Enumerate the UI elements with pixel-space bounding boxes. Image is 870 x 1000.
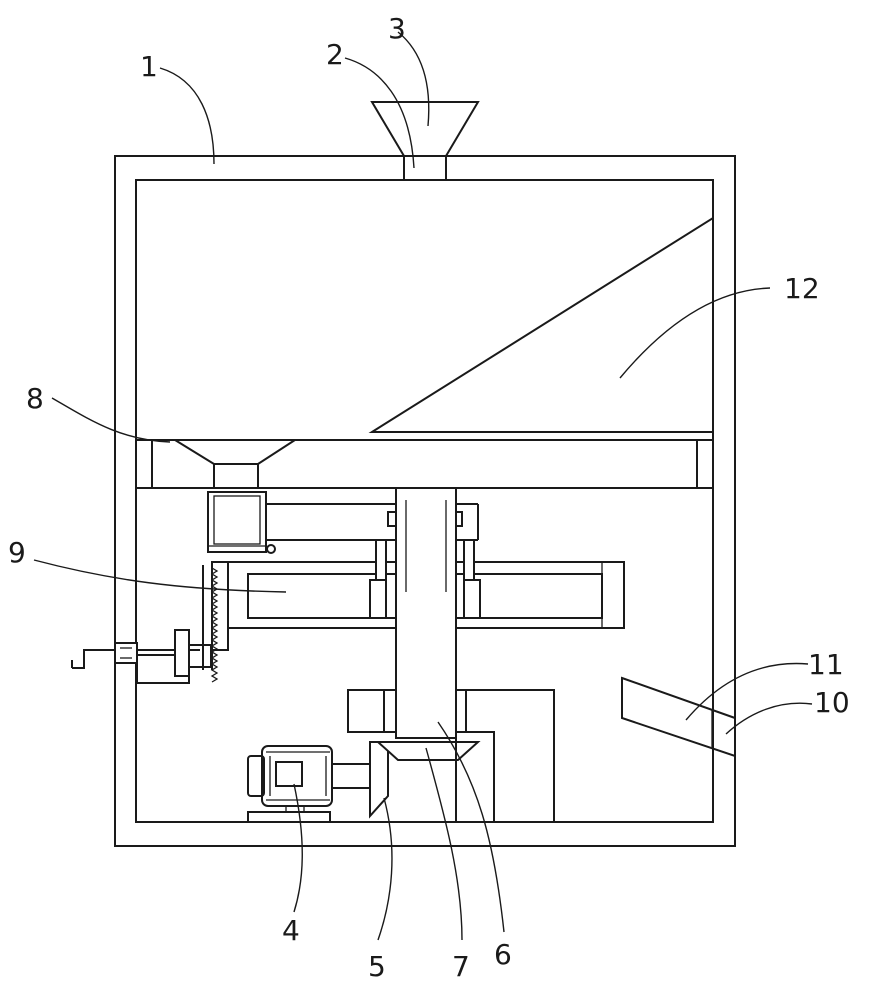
discharge-chute [621, 676, 736, 758]
right-cylinder [455, 503, 625, 629]
label-6: 6 [494, 938, 512, 971]
label-8: 8 [26, 382, 44, 415]
label-1: 1 [140, 50, 158, 83]
label-4: 4 [282, 914, 300, 947]
crank-handle [71, 629, 212, 684]
leader-lines [33, 31, 813, 941]
label-7: 7 [452, 950, 470, 983]
part-labels: 1 2 3 4 5 6 7 8 9 10 11 12 [8, 12, 850, 983]
left-cylinder [227, 503, 397, 629]
label-3: 3 [388, 12, 406, 45]
label-10: 10 [814, 686, 850, 719]
label-2: 2 [326, 38, 344, 71]
label-11: 11 [808, 648, 844, 681]
bevel-gear-driven [375, 731, 495, 823]
guide-plate [368, 216, 714, 433]
collecting-box [207, 491, 276, 554]
label-9: 9 [8, 536, 26, 569]
vertical-column [395, 487, 457, 739]
plate-funnel [171, 439, 299, 465]
hopper-funnel [370, 101, 480, 157]
motor [247, 745, 371, 823]
feed-hopper [370, 101, 480, 181]
label-12: 12 [784, 272, 820, 305]
label-5: 5 [368, 950, 386, 983]
rack [202, 561, 229, 683]
feed-pipe [403, 155, 447, 181]
screen-plate [136, 439, 713, 489]
